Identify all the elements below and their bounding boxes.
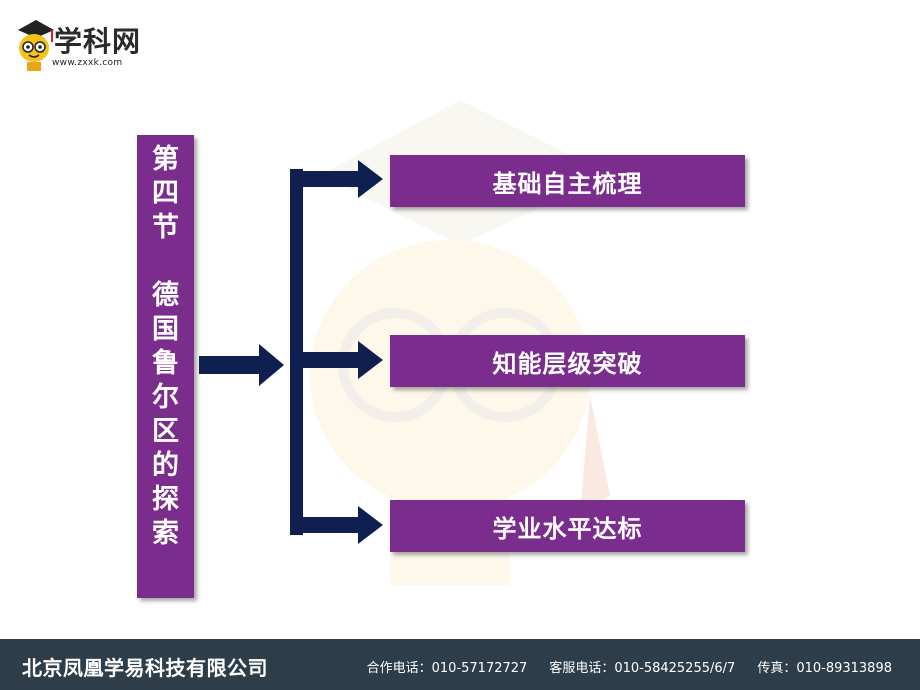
logo-url: www.zxxk.com — [52, 58, 123, 68]
item-box-2[interactable]: 知能层级突破 — [390, 335, 745, 387]
footer-bar: 北京凤凰学易科技有限公司 合作电话：010-57172727 客服电话：010-… — [0, 639, 920, 690]
logo-name: 学科网 — [54, 25, 142, 58]
item-box-3[interactable]: 学业水平达标 — [390, 500, 745, 552]
main-arrow-shaft — [199, 356, 261, 374]
site-logo[interactable]: 学科网 www.zxxk.com — [14, 18, 144, 74]
mascot-icon — [18, 20, 54, 71]
footer-company: 北京凤凰学易科技有限公司 — [22, 656, 268, 680]
footer-contacts: 合作电话：010-57172727 客服电话：010-58425255/6/7 … — [367, 657, 892, 676]
item-label-2: 知能层级突破 — [492, 349, 643, 378]
item-label-3: 学业水平达标 — [492, 514, 643, 543]
footer-cooperation-phone: 合作电话：010-57172727 — [366, 661, 528, 676]
branch-arrow-1-head — [358, 160, 383, 198]
footer-service-phone: 客服电话：010-58425255/6/7 — [549, 661, 736, 676]
main-arrow-head — [259, 344, 284, 386]
branch-arrow-3-shaft — [290, 517, 360, 533]
section-title-box: 第 四 节 德 国 鲁 尔 区 的 探 索 — [137, 135, 194, 598]
footer-fax: 传真：010-89313898 — [757, 661, 892, 676]
item-box-1[interactable]: 基础自主梳理 — [390, 155, 745, 207]
branch-arrow-2-head — [358, 341, 383, 379]
branch-arrow-1-shaft — [290, 171, 360, 187]
branch-arrow-3-head — [358, 506, 383, 544]
item-label-1: 基础自主梳理 — [492, 169, 643, 198]
section-title: 第 四 节 德 国 鲁 尔 区 的 探 索 — [152, 144, 179, 549]
branch-arrow-2-shaft — [290, 352, 360, 368]
